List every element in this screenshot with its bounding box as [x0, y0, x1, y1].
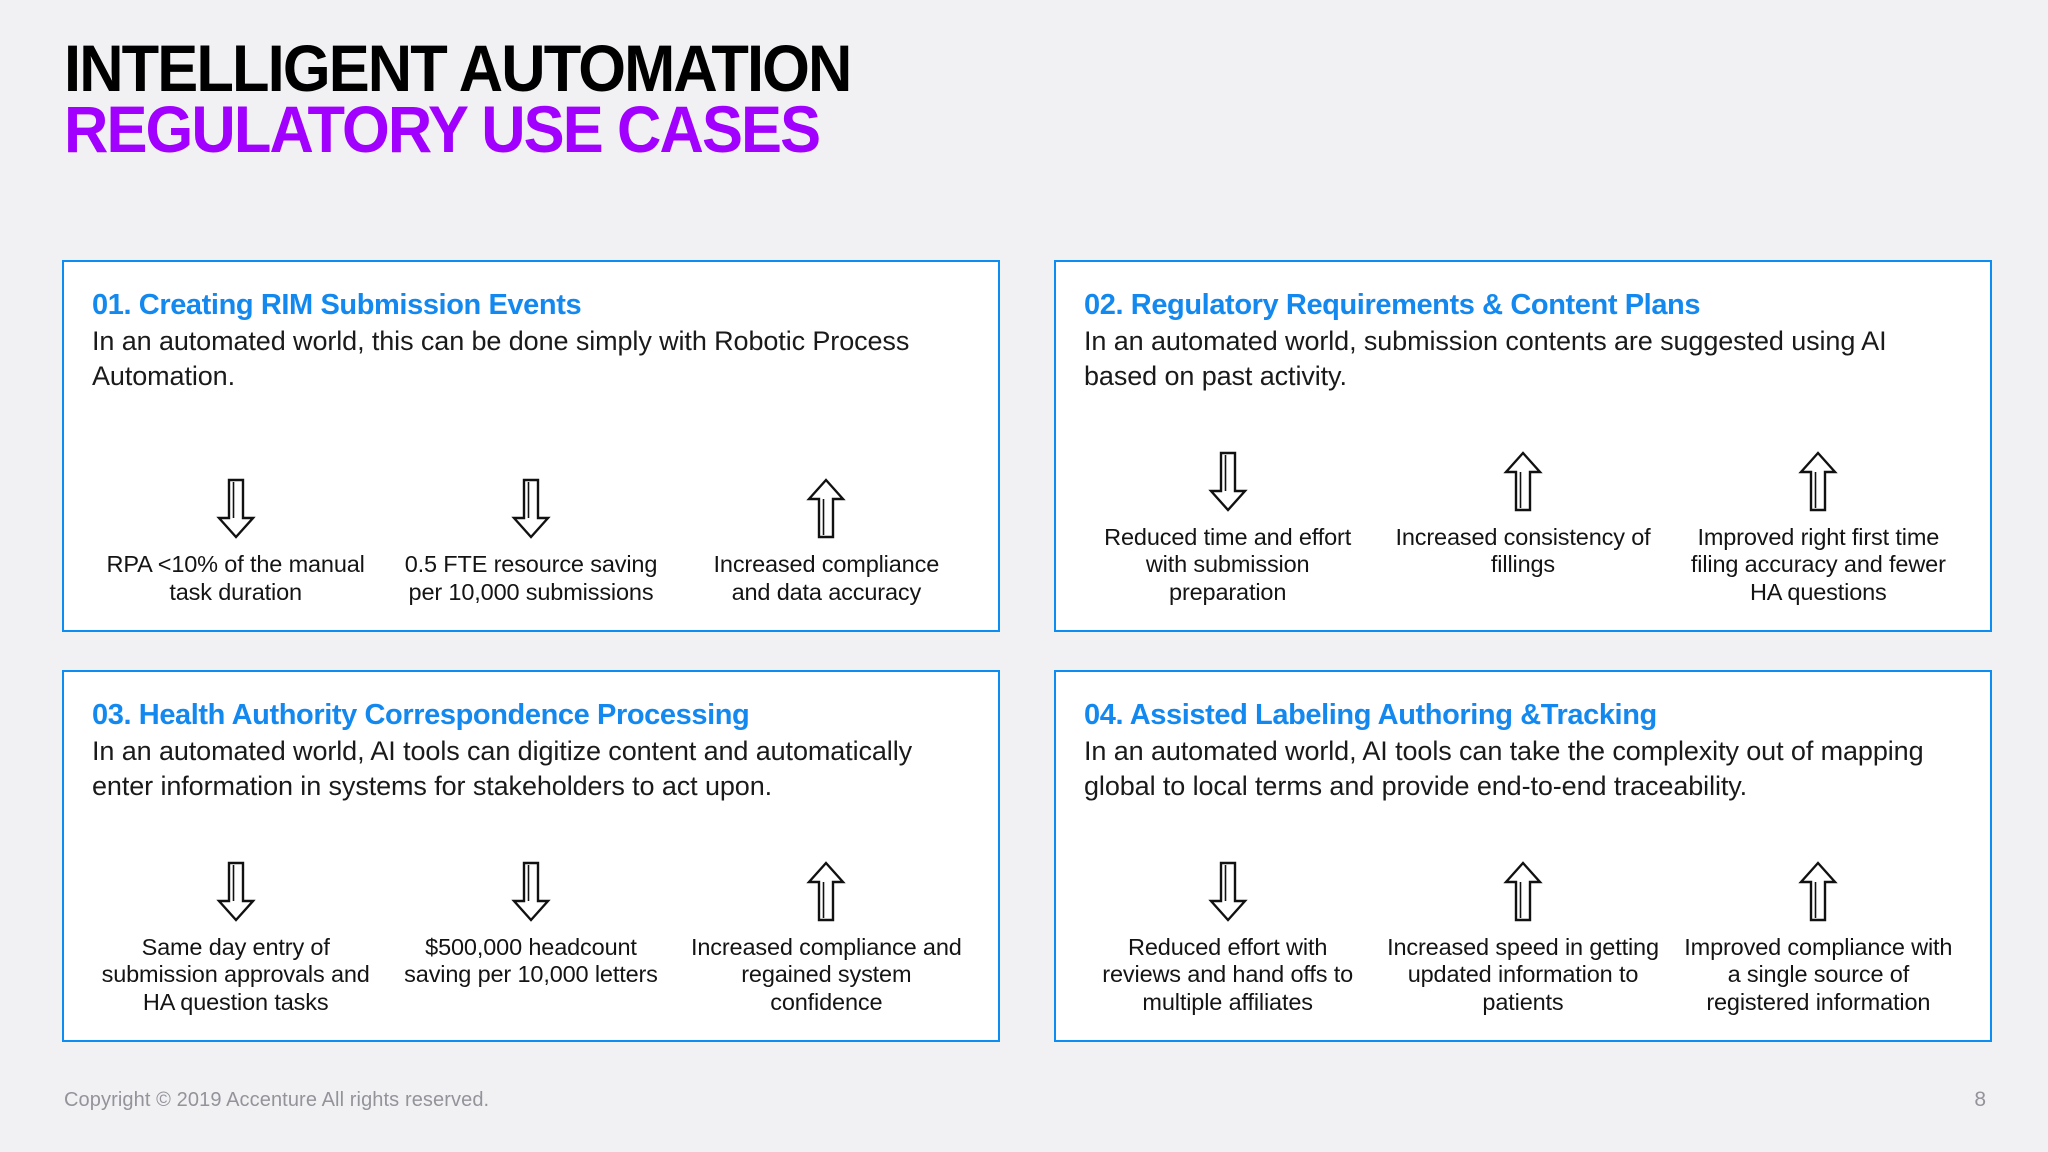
benefit-text: RPA <10% of the manual task duration — [106, 551, 365, 605]
use-case-card-02: 02. Regulatory Requirements & Content Pl… — [1054, 254, 1998, 632]
arrow-down-icon — [1207, 858, 1248, 926]
use-case-card-03: 03. Health Authority Correspondence Proc… — [62, 664, 1006, 1042]
benefit-list: Reduced time and effort with submission … — [1084, 448, 1962, 610]
page-title: INTELLIGENT AUTOMATION REGULATORY USE CA… — [64, 31, 910, 167]
arrow-up-icon — [1798, 448, 1839, 516]
benefit-text: Increased compliance and regained system… — [690, 933, 962, 1015]
arrow-down-icon — [215, 475, 256, 543]
benefit-item: Improved right first time filing accurac… — [1675, 448, 1962, 606]
card-title: 01. Creating RIM Submission Events — [92, 289, 582, 321]
arrow-up-icon — [1503, 448, 1543, 516]
benefit-item: Increased compliance and regained system… — [683, 858, 970, 1016]
card-description: In an automated world, submission conten… — [1084, 326, 1887, 392]
arrow-up-icon — [1798, 858, 1839, 926]
benefit-text: Same day entry of submission approvals a… — [101, 933, 370, 1015]
benefit-list: RPA <10% of the manual task duration 0.5… — [92, 475, 970, 610]
card-description: In an automated world, AI tools can take… — [1084, 736, 1924, 802]
benefit-text: Improved right first time filing accurac… — [1690, 523, 1946, 605]
benefit-item: 0.5 FTE resource saving per 10,000 submi… — [387, 475, 674, 606]
benefit-item: RPA <10% of the manual task duration — [92, 475, 379, 606]
card-title: 03. Health Authority Correspondence Proc… — [92, 699, 750, 731]
benefit-item: Increased consistency of fillings — [1379, 448, 1666, 606]
card-description: In an automated world, this can be done … — [92, 326, 910, 392]
benefit-text: Improved compliance with a single source… — [1684, 933, 1953, 1015]
arrow-up-icon — [1503, 858, 1543, 926]
benefit-text: Increased speed in getting updated infor… — [1387, 933, 1659, 1015]
card-title: 04. Assisted Labeling Authoring &Trackin… — [1084, 699, 1657, 731]
benefit-item: Same day entry of submission approvals a… — [92, 858, 379, 1016]
arrow-up-icon — [806, 858, 847, 926]
benefit-text: Increased compliance and data accuracy — [713, 551, 940, 605]
footer-copyright: Copyright © 2019 Accenture All rights re… — [64, 1089, 490, 1111]
arrow-down-icon — [511, 475, 551, 543]
benefit-item: Reduced time and effort with submission … — [1084, 448, 1371, 606]
benefit-item: Improved compliance with a single source… — [1675, 858, 1962, 1016]
title-line-secondary: REGULATORY USE CASES — [64, 92, 821, 167]
benefit-item: Increased speed in getting updated infor… — [1379, 858, 1666, 1016]
benefit-item: Reduced effort with reviews and hand off… — [1084, 858, 1371, 1016]
arrow-up-icon — [806, 475, 847, 543]
use-case-card-grid: 01. Creating RIM Submission Events In an… — [62, 254, 1998, 1042]
benefit-list: Reduced effort with reviews and hand off… — [1084, 858, 1962, 1020]
arrow-down-icon — [215, 858, 256, 926]
benefit-list: Same day entry of submission approvals a… — [92, 858, 970, 1020]
title-line-primary: INTELLIGENT AUTOMATION — [64, 31, 852, 105]
use-case-card-01: 01. Creating RIM Submission Events In an… — [62, 254, 1006, 632]
arrow-down-icon — [511, 858, 551, 926]
use-case-card-04: 04. Assisted Labeling Authoring &Trackin… — [1054, 664, 1998, 1042]
benefit-text: 0.5 FTE resource saving per 10,000 submi… — [404, 551, 658, 605]
benefit-text: Reduced effort with reviews and hand off… — [1102, 933, 1354, 1015]
benefit-item: $500,000 headcount saving per 10,000 let… — [387, 858, 674, 1016]
benefit-item: Increased compliance and data accuracy — [683, 475, 970, 606]
card-description: In an automated world, AI tools can digi… — [92, 736, 912, 802]
card-title: 02. Regulatory Requirements & Content Pl… — [1084, 289, 1701, 321]
benefit-text: Reduced time and effort with submission … — [1104, 523, 1352, 605]
arrow-down-icon — [1207, 448, 1248, 516]
footer-page-number: 8 — [1974, 1088, 1986, 1111]
benefit-text: $500,000 headcount saving per 10,000 let… — [404, 933, 658, 988]
benefit-text: Increased consistency of fillings — [1395, 523, 1651, 578]
